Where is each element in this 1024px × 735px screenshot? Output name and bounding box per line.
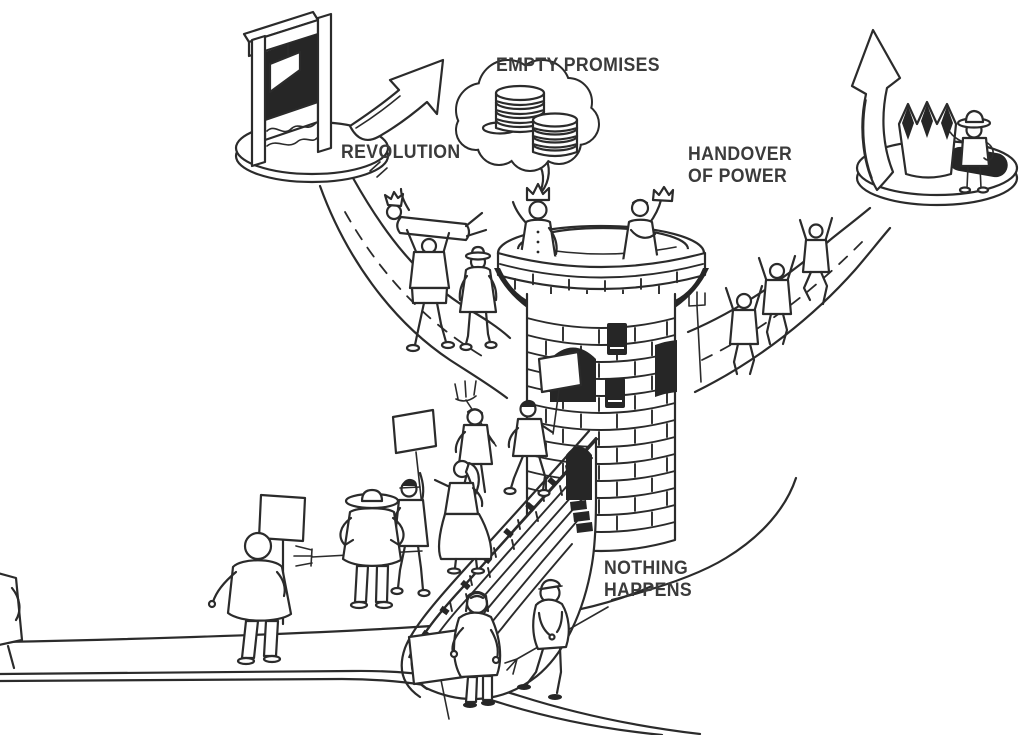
carried-king-figure — [383, 187, 488, 242]
aide-figure — [620, 185, 675, 270]
dejected-man-figure — [504, 578, 609, 700]
pitchfork-icon — [688, 291, 706, 383]
new-ruler-figure — [949, 109, 994, 194]
celebrant-figure — [798, 216, 834, 306]
crowd-figures — [0, 187, 834, 720]
dejected-woman-figure — [407, 590, 502, 720]
label-revolution: REVOLUTION — [341, 142, 461, 163]
castle-tower — [494, 182, 709, 553]
pitchfork-raiser-figure — [454, 380, 497, 494]
partial-figure-left-edge — [0, 572, 24, 670]
ponytail-woman-figure — [433, 459, 493, 575]
label-nothing-happens: NOTHING HAPPENS — [604, 558, 693, 601]
tower-door — [566, 446, 593, 533]
widehat-man-figure — [293, 488, 423, 610]
sign-holder-figure — [390, 408, 438, 598]
celebrant-figure — [724, 284, 764, 376]
sign-climber-figure — [503, 350, 583, 498]
tower-window — [605, 323, 677, 408]
handover-arrow-icon — [850, 28, 902, 192]
strongman-figure — [405, 228, 456, 353]
label-empty-promises: EMPTY PROMISES — [496, 55, 660, 76]
guillotine-icon — [242, 10, 333, 168]
label-handover-of-power: HANDOVER OF POWER — [688, 144, 793, 187]
path-to-guillotine — [318, 176, 512, 400]
follower-figure — [458, 245, 498, 352]
celebrant-figure — [757, 254, 797, 346]
thought-bubble-coins-icon — [455, 59, 600, 198]
revolution-arrow-icon — [348, 58, 445, 178]
crown-icon — [897, 100, 1008, 179]
bald-protester-figure — [207, 493, 307, 666]
coin-stack-icon — [481, 84, 579, 158]
